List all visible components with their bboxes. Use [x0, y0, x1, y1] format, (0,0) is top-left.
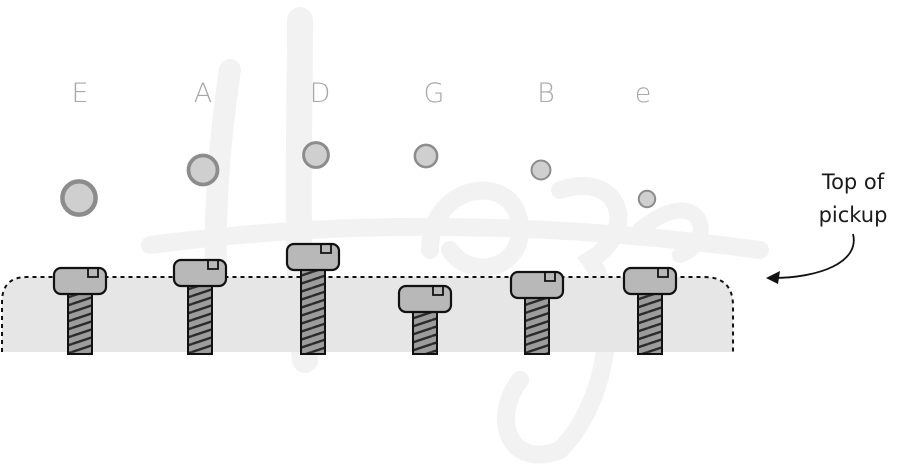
screw-shaft	[412, 305, 438, 355]
screw-shaft	[67, 287, 93, 355]
string-cross-section	[186, 153, 220, 187]
string-label: E	[71, 78, 88, 109]
screw-slot	[657, 269, 669, 278]
pole-screw	[622, 266, 678, 355]
screw-slot	[87, 269, 99, 278]
watermark	[141, 7, 769, 464]
string-label: e	[635, 78, 652, 109]
callout-label-line2: pickup	[819, 203, 888, 227]
screw-head	[397, 284, 453, 314]
string-label: G	[424, 78, 445, 109]
string-label: D	[310, 78, 331, 109]
string-label: B	[537, 78, 555, 109]
callout-arrowhead	[766, 271, 780, 284]
screw-slot	[320, 245, 332, 254]
string-cross-section	[60, 179, 98, 217]
screw-shaft	[187, 279, 213, 355]
screw-head	[285, 242, 341, 272]
screw-shaft	[637, 287, 663, 355]
screw-shaft	[524, 291, 550, 355]
screw-slot	[544, 273, 556, 282]
screw-head	[172, 258, 228, 288]
screw-head	[622, 266, 678, 296]
string-cross-section	[530, 159, 552, 181]
pole-screw	[52, 266, 108, 355]
string-label: A	[194, 78, 212, 109]
pole-screw	[509, 270, 565, 355]
screw-slot	[432, 287, 444, 296]
pole-screw	[172, 258, 228, 355]
callout-arrow	[771, 233, 855, 279]
string-cross-section	[637, 189, 657, 209]
pole-screw	[397, 284, 453, 355]
string-cross-section	[302, 141, 330, 169]
screw-shaft	[300, 263, 326, 355]
screw-head	[52, 266, 108, 296]
callout-label-line1: Top of	[821, 170, 885, 194]
screw-slot	[207, 261, 219, 270]
pole-screw	[285, 242, 341, 355]
string-cross-section	[413, 143, 439, 169]
screw-head	[509, 270, 565, 300]
